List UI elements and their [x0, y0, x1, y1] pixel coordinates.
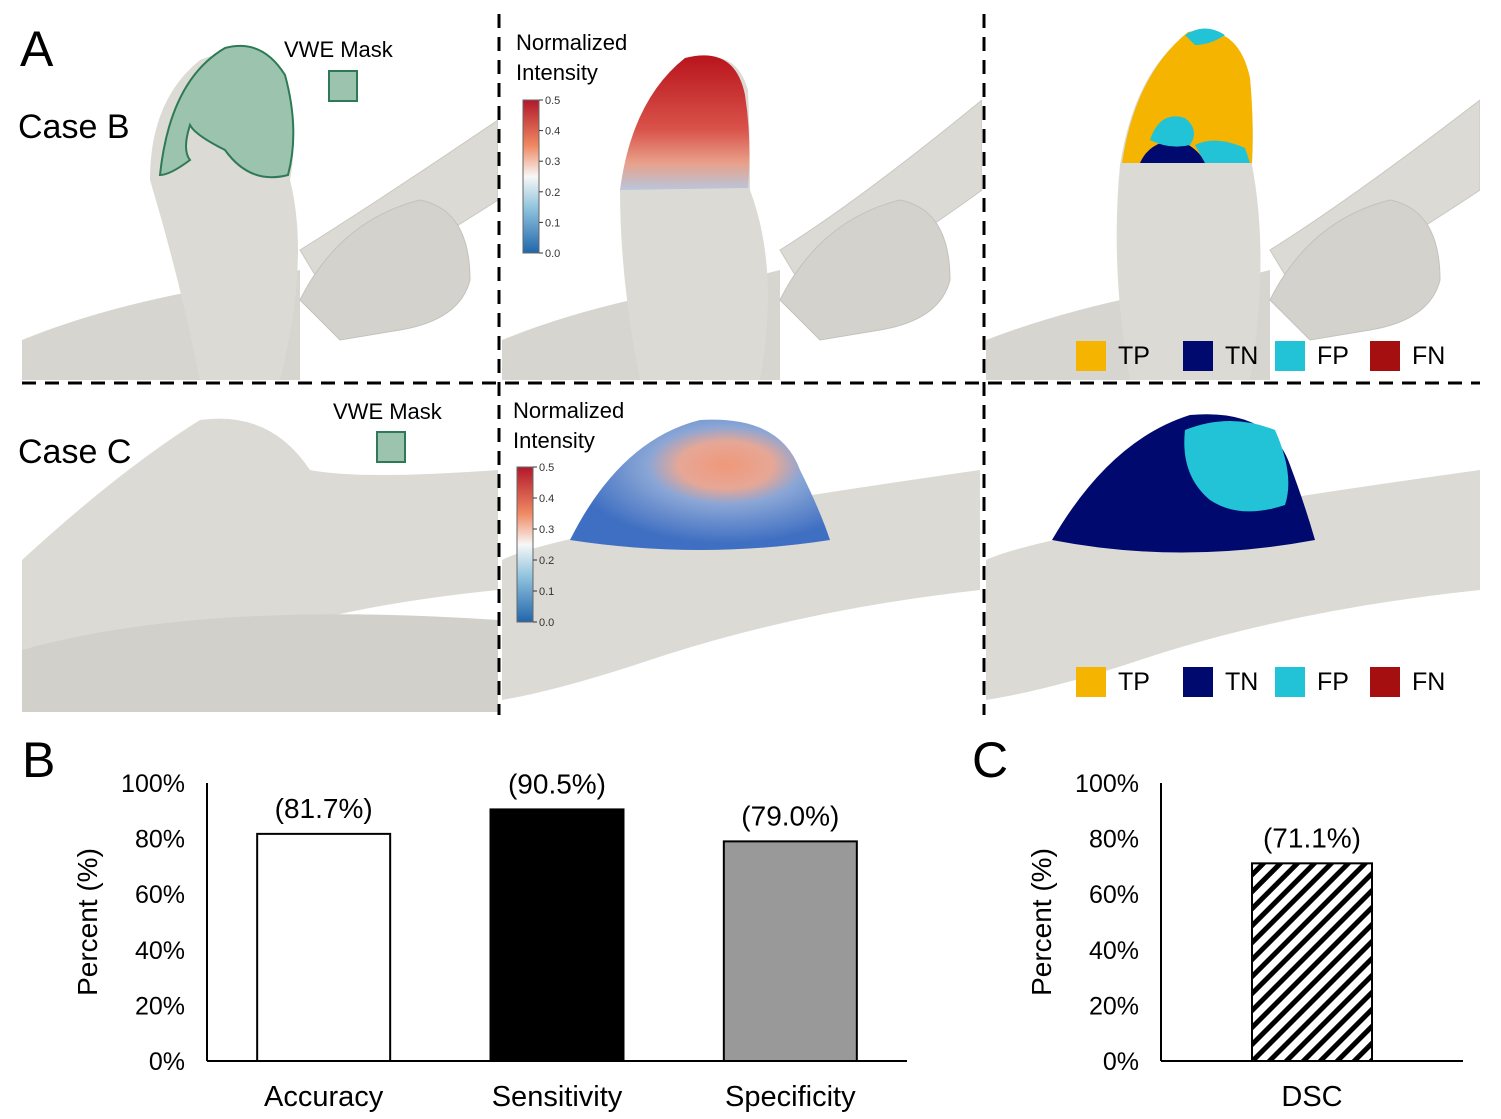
data-label-accuracy: (81.7%) — [275, 793, 373, 824]
colorbar-tick-label: 0.3 — [545, 156, 560, 168]
colorbar-top — [522, 99, 540, 254]
legend-swatch-fp — [1275, 667, 1305, 697]
data-label-sensitivity: (90.5%) — [508, 768, 606, 799]
colorbar-title-line1: Normalized — [513, 398, 625, 423]
y-tick-label: 0% — [1103, 1048, 1139, 1076]
legend-label-fn: FN — [1412, 342, 1446, 370]
colorbar-tick-label: 0.2 — [545, 187, 560, 199]
case-b-mask-render — [22, 44, 498, 380]
panel-label-b: B — [22, 732, 56, 788]
chart-panel-c: 0% 20% 40% 60% 80% 100% Percent (%) (71.1%) DSC — [1026, 770, 1463, 1113]
legend-swatch-fn — [1370, 341, 1400, 371]
y-tick-label: 20% — [135, 992, 185, 1020]
case-c-classification-render — [986, 414, 1480, 700]
colorbar-ticks: 0.5 0.4 0.3 0.2 0.1 0.0 0.5 0.4 0.3 0.2 0.1 0.0 — [533, 95, 560, 629]
colorbar-title-line2: Intensity — [513, 428, 595, 453]
colorbar-tick-label: 0.5 — [545, 95, 560, 107]
legend-swatch-tp — [1076, 667, 1106, 697]
legend-label-fp: FP — [1317, 342, 1349, 370]
y-tick-label: 100% — [121, 770, 185, 798]
legend-label-tn: TN — [1225, 668, 1259, 696]
panel-label-c: C — [972, 732, 1009, 788]
bar-accuracy — [256, 832, 392, 1063]
legend-swatch-tp — [1076, 341, 1106, 371]
legend-label-tp: TP — [1118, 342, 1150, 370]
y-tick-label: 80% — [1089, 826, 1139, 854]
y-tick-label: 60% — [135, 881, 185, 909]
colorbar-tick-label: 0.2 — [539, 555, 554, 567]
x-tick-label-specificity: Specificity — [725, 1081, 856, 1113]
case-b-intensity-render — [502, 55, 982, 380]
colorbar-tick-label: 0.1 — [539, 586, 554, 598]
colorbar-title-top: Normalized Intensity — [516, 28, 627, 88]
colorbar-tick-label: 0.1 — [545, 217, 560, 229]
colorbar-tick-label: 0.4 — [545, 126, 560, 138]
y-tick-label: 80% — [135, 826, 185, 854]
data-label-dsc: (71.1%) — [1263, 822, 1361, 853]
bar-dsc — [1251, 862, 1373, 1063]
legend-label-tn: TN — [1225, 342, 1259, 370]
colorbar-title-line2: Intensity — [516, 60, 598, 85]
y-tick-label: 60% — [1089, 881, 1139, 909]
colorbar-tick-label: 0.5 — [539, 462, 554, 474]
y-axis-label: Percent (%) — [1026, 848, 1057, 996]
panel-a-renders — [22, 14, 1480, 715]
case-c-mask-render — [22, 418, 498, 712]
case-c-intensity-render — [502, 419, 980, 700]
colorbar-title-line1: Normalized — [516, 30, 628, 55]
row-label-case-b: Case B — [18, 108, 130, 146]
legend-label-fp: FP — [1317, 668, 1349, 696]
bar-specificity — [722, 840, 858, 1062]
legend-label-tp: TP — [1118, 668, 1150, 696]
row-label-case-c: Case C — [18, 433, 132, 471]
x-tick-label-sensitivity: Sensitivity — [492, 1081, 623, 1113]
x-tick-label-accuracy: Accuracy — [264, 1081, 384, 1113]
mask-legend-label-bottom: VWE Mask — [333, 399, 442, 424]
legend-swatch-tn — [1183, 667, 1213, 697]
y-axis-label: Percent (%) — [72, 848, 103, 996]
legend-label-fn: FN — [1412, 668, 1446, 696]
y-tick-label: 0% — [149, 1048, 185, 1076]
y-tick-label: 100% — [1075, 770, 1139, 798]
legend-swatch-fn — [1370, 667, 1400, 697]
mask-legend-swatch-top — [328, 70, 358, 102]
panel-label-a: A — [20, 21, 54, 77]
colorbar-tick-label: 0.3 — [539, 524, 554, 536]
colorbar-title-bottom: Normalized Intensity — [513, 396, 624, 456]
y-tick-label: 20% — [1089, 992, 1139, 1020]
y-tick-label: 40% — [1089, 937, 1139, 965]
bar-sensitivity — [489, 808, 625, 1062]
legend-swatch-tn — [1183, 341, 1213, 371]
colorbar-bottom — [516, 466, 534, 623]
x-tick-label-dsc: DSC — [1281, 1081, 1342, 1113]
data-label-specificity: (79.0%) — [741, 800, 839, 831]
y-tick-label: 40% — [135, 937, 185, 965]
colorbar-tick-label: 0.0 — [545, 248, 560, 260]
chart-panel-b: 0% 20% 40% 60% 80% 100% Percent (%) (81.7%) Accu… — [72, 768, 907, 1113]
mask-legend-swatch-bottom — [376, 431, 406, 463]
colorbar-tick-label: 0.0 — [539, 617, 554, 629]
legend-swatch-fp — [1275, 341, 1305, 371]
colorbar-tick-label: 0.4 — [539, 493, 554, 505]
mask-legend-label-top: VWE Mask — [284, 37, 393, 62]
